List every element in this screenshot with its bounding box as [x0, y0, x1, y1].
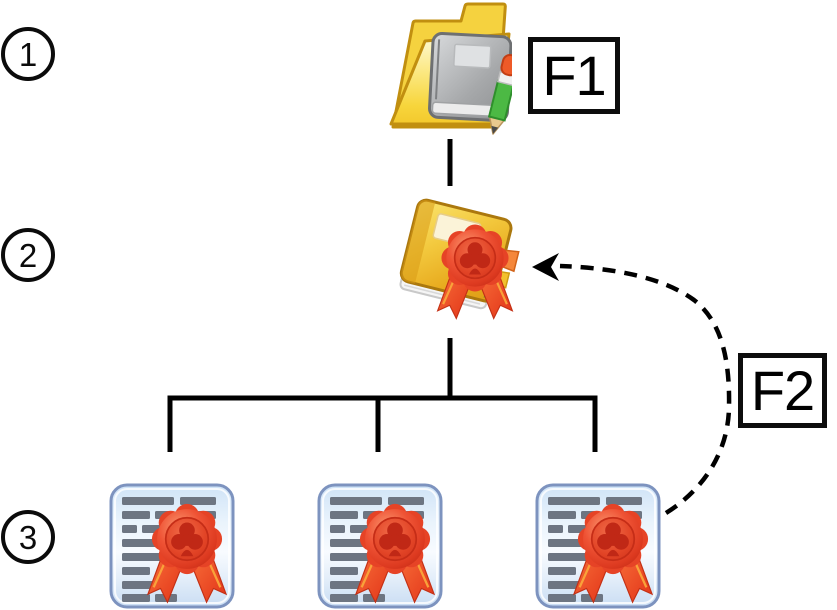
dashed-arrow-curve [559, 263, 732, 515]
step-circle-2: 2 [1, 228, 55, 282]
step-number: 3 [18, 518, 38, 556]
sealed-book-icon [399, 198, 520, 320]
book-to-certificates-tree [167, 338, 598, 452]
step-circle-3: 3 [1, 510, 55, 564]
arrowhead-icon [532, 253, 559, 281]
notebook [428, 32, 512, 123]
step-circle-1: 1 [1, 27, 55, 81]
step-number: 1 [18, 35, 38, 73]
certificate-icon [109, 483, 235, 609]
pencil-icon [487, 53, 512, 135]
label-box-f2: F2 [738, 353, 827, 428]
certificate-icon [535, 483, 661, 609]
folder-notebook-pencil-icon [389, 2, 512, 135]
label-box-f1: F1 [528, 37, 620, 114]
step-number: 2 [18, 236, 38, 274]
label-f1: F1 [542, 44, 606, 107]
certificate-icon [317, 483, 443, 609]
label-f2: F2 [750, 359, 815, 422]
